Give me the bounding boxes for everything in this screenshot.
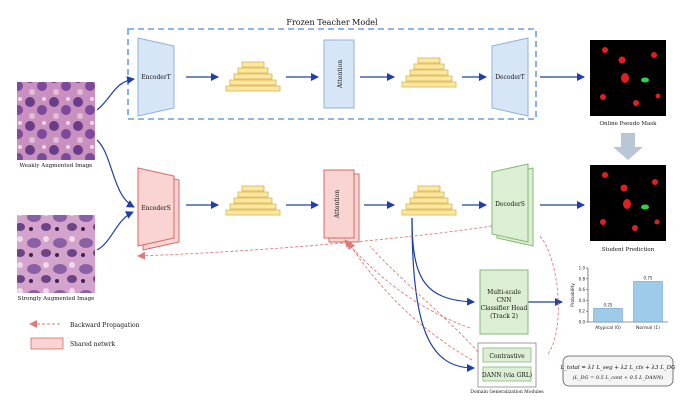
strong-image-caption: Strongly Augmented Image <box>18 296 95 302</box>
chart-y-tick-label: 1.0 <box>579 266 586 271</box>
teacher-model-box <box>127 28 537 120</box>
chart-y-tick-label: 0.6 <box>579 287 586 292</box>
teacher-decoder-label: DecoderT <box>495 74 525 81</box>
teacher-attention <box>323 39 355 109</box>
weak-augmented-image <box>17 82 95 160</box>
student-decoder <box>491 163 534 247</box>
student-attention-label: Attention <box>334 190 341 219</box>
teacher-encoder <box>137 37 175 117</box>
dann-label: DANN (via GRL) <box>482 372 532 379</box>
strong-augmented-image <box>17 215 95 293</box>
online-pseudo-mask <box>590 40 666 116</box>
loss-box <box>562 355 674 387</box>
chart-y-tick-label: 0.4 <box>579 298 586 303</box>
chart-data-label: 0.25 <box>604 303 613 308</box>
loss-formula-line-2: (L_DG = 0.5 L_cont + 0.5 L_DANN) <box>573 374 664 381</box>
student-feature-stack-2 <box>401 185 457 216</box>
student-decoder-label: DecoderS <box>495 201 525 208</box>
student-encoder-label: EncoderS <box>141 205 171 212</box>
shared-network-swatch <box>30 337 64 350</box>
chart-y-tick-label: 0.0 <box>579 320 586 325</box>
teacher-title: Frozen Teacher Model <box>286 18 378 27</box>
chart-y-tick-label: 0.8 <box>579 276 586 281</box>
chart-bar <box>633 281 663 323</box>
student-prediction <box>590 165 666 241</box>
chart-y-axis-label: Probability <box>570 283 576 307</box>
pseudo-label-down-arrow <box>613 133 643 160</box>
backprop-legend-label: Backward Propagation <box>70 322 140 329</box>
chart-category-label: Atypical (0) <box>595 325 621 331</box>
teacher-attention-label: Attention <box>337 60 344 89</box>
classifier-line-4: (Track 2) <box>490 313 518 320</box>
student-attention <box>323 169 360 243</box>
chart-y-tick-label: 0.2 <box>579 309 586 314</box>
teacher-encoder-label: EncoderT <box>141 74 170 81</box>
classifier-line-1: Multi-scale <box>487 289 521 296</box>
chart-category-label: Normal (1) <box>636 325 660 331</box>
contrastive-label: Contrastive <box>489 353 525 360</box>
student-prediction-caption: Student Prediction <box>602 247 655 253</box>
dann-box <box>482 366 532 382</box>
backprop-arrows <box>137 225 559 361</box>
contrastive-box <box>482 347 532 363</box>
dg-caption: Domain Generalization Modules <box>470 389 544 395</box>
forward-arrows <box>96 73 585 372</box>
teacher-feature-stack-1 <box>225 61 281 92</box>
loss-formula-line-1: L_total = λ1 L_seg + λ2 L_cls + λ3 L_DG <box>560 365 677 371</box>
teacher-feature-stack-2 <box>401 57 457 88</box>
shared-network-label: Shared netwrk <box>70 341 116 348</box>
student-feature-stack-1 <box>225 185 281 216</box>
chart-data-label: 0.75 <box>644 276 653 281</box>
classifier-head <box>479 269 529 335</box>
teacher-decoder <box>491 37 529 117</box>
student-encoder <box>137 167 180 251</box>
classifier-line-3: Classifier Head <box>481 305 528 312</box>
classifier-line-2: CNN <box>496 297 511 304</box>
chart-bar <box>593 308 623 323</box>
weak-image-caption: Weakly Augmented Image <box>20 163 93 169</box>
pseudo-mask-caption: Online Pseudo Mask <box>600 121 658 127</box>
